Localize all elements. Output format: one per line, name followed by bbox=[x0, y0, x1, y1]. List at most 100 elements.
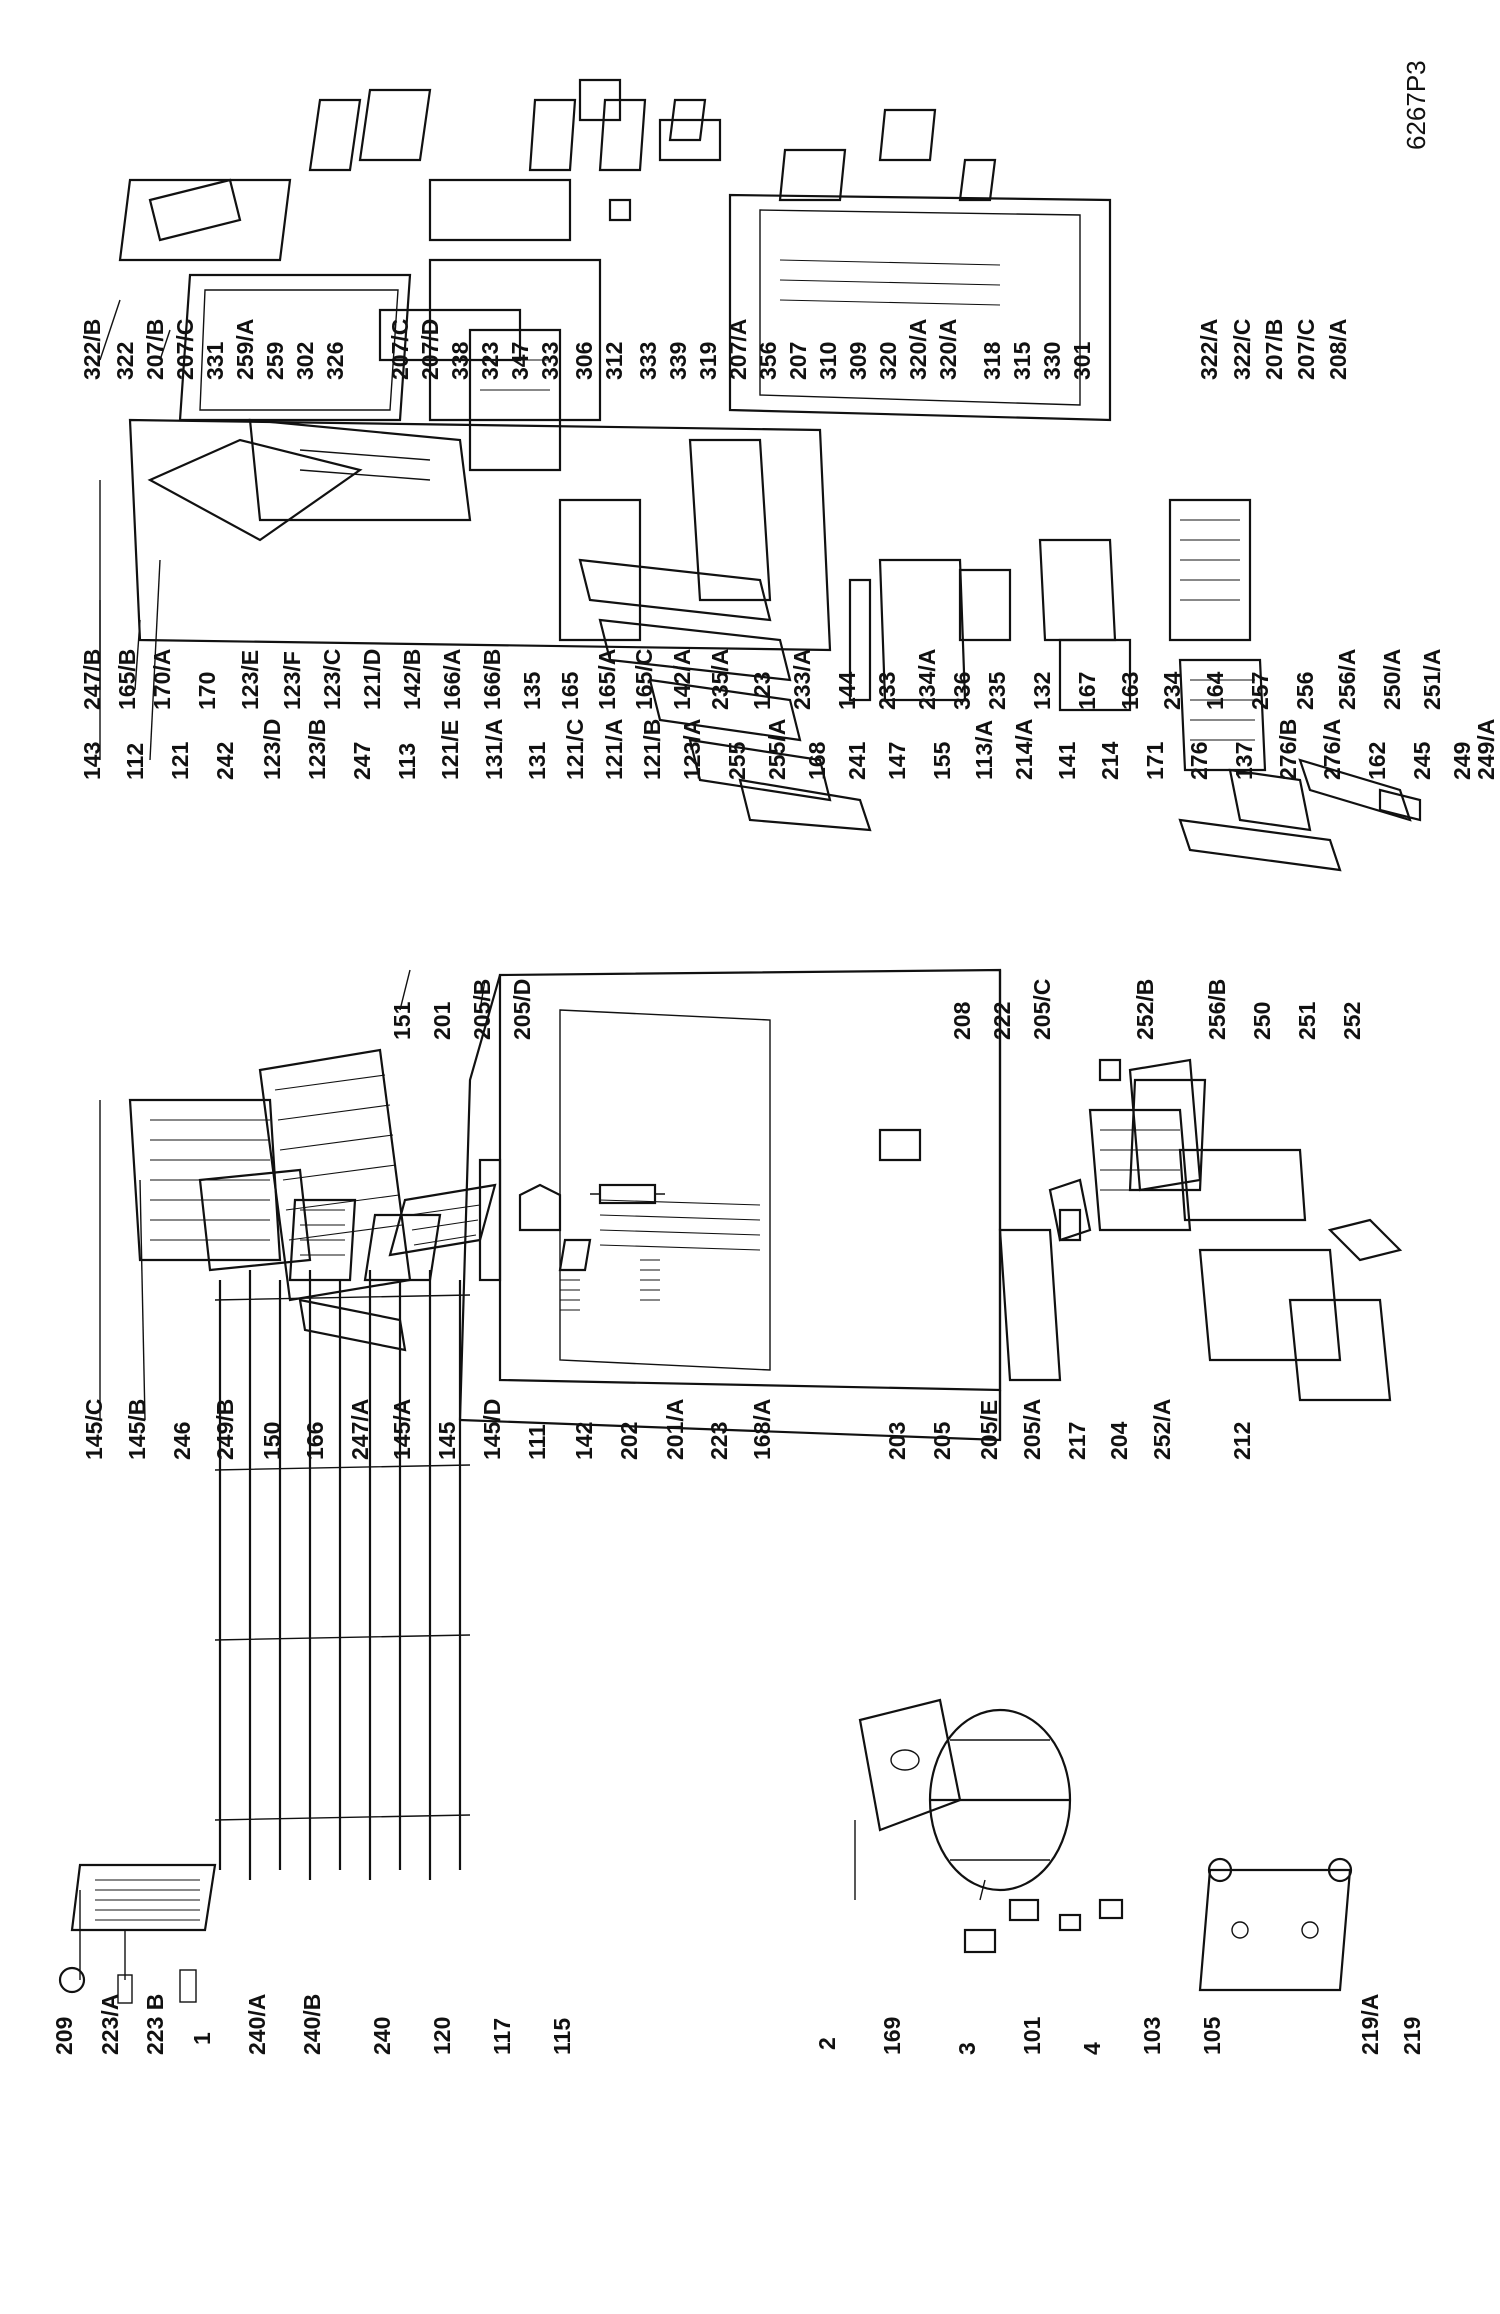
label: 209 bbox=[51, 2017, 77, 2055]
label: 256/B bbox=[1204, 979, 1230, 1040]
label: 111 bbox=[524, 1424, 550, 1460]
label: 247 bbox=[349, 742, 375, 780]
label: 252/A bbox=[1149, 1399, 1175, 1460]
labels-group-8: 247/B 165/B 170/A 170 123/E 123/F 123/C … bbox=[79, 649, 1445, 710]
freezer-shelves bbox=[128, 1048, 412, 1352]
label: 250 bbox=[1249, 1002, 1275, 1040]
label: 259/A bbox=[232, 319, 258, 380]
grille-part-209 bbox=[58, 1863, 217, 2004]
label: 310 bbox=[815, 342, 841, 380]
label: 222 bbox=[989, 1002, 1015, 1040]
label: 252/B bbox=[1132, 979, 1158, 1040]
label: 131/A bbox=[481, 719, 507, 780]
label: 202 bbox=[616, 1422, 642, 1460]
label: 242 bbox=[212, 742, 238, 780]
label: 320 bbox=[875, 342, 901, 380]
label: 245 bbox=[1409, 741, 1435, 780]
label: 247/B bbox=[79, 649, 105, 710]
label: 249/A bbox=[1473, 719, 1499, 780]
cylinder-part-115 bbox=[590, 1183, 665, 1205]
label: 205/A bbox=[1019, 1399, 1045, 1460]
label: 121/A bbox=[601, 719, 627, 780]
label: 212 bbox=[1229, 1422, 1255, 1460]
label: 123 bbox=[749, 672, 775, 710]
label: 233/A bbox=[789, 649, 815, 710]
label: 322 bbox=[112, 342, 138, 380]
label: 330 bbox=[1039, 342, 1065, 380]
labels-group-9: 322/B 322 207/B 207/C 331 259/A 259 302 … bbox=[79, 319, 1351, 380]
label: 113/A bbox=[971, 720, 997, 780]
label: 255/A bbox=[764, 719, 790, 780]
label: 309 bbox=[845, 342, 871, 380]
cover-part-169 bbox=[858, 1698, 962, 1832]
label: 276/B bbox=[1275, 719, 1301, 780]
label: 214 bbox=[1097, 741, 1123, 780]
group-2-parts bbox=[858, 1698, 1353, 1992]
label: 150 bbox=[259, 1422, 285, 1460]
label: 151 bbox=[389, 1001, 415, 1040]
group-1-parts bbox=[58, 1183, 665, 2004]
label: 315 bbox=[1009, 341, 1035, 380]
label: 207/A bbox=[725, 319, 751, 380]
label: 207/C bbox=[1293, 319, 1319, 380]
label: 259 bbox=[262, 342, 288, 380]
label: 145/B bbox=[124, 1399, 150, 1460]
label: 319 bbox=[695, 342, 721, 380]
label: 333 bbox=[635, 342, 661, 380]
label: 2 bbox=[814, 2037, 840, 2050]
label: 166/A bbox=[439, 649, 465, 710]
label: 219/A bbox=[1357, 1994, 1383, 2055]
label: 120 bbox=[429, 2017, 455, 2055]
label: 214/A bbox=[1011, 719, 1037, 780]
label: 117 bbox=[489, 2018, 515, 2055]
label: 322/B bbox=[79, 319, 105, 380]
label: 250/A bbox=[1379, 649, 1405, 710]
label: 123/F bbox=[279, 651, 305, 710]
label: 205/D bbox=[509, 979, 535, 1040]
label: 257 bbox=[1247, 672, 1273, 710]
label: 115 bbox=[549, 2018, 575, 2055]
label: 144 bbox=[834, 671, 860, 710]
label: 169 bbox=[879, 2017, 905, 2055]
label: 302 bbox=[292, 342, 318, 380]
label: 333 bbox=[537, 342, 563, 380]
labels-group-2: 2 169 3 101 4 103 105 219/A 219 bbox=[814, 1994, 1425, 2055]
label: 251 bbox=[1294, 1001, 1320, 1040]
label: 208 bbox=[949, 1001, 975, 1040]
label: 347 bbox=[507, 342, 533, 380]
label: 205/B bbox=[469, 979, 495, 1040]
label: 171 bbox=[1142, 741, 1168, 780]
label: 143 bbox=[79, 742, 105, 780]
labels-group-1: 209 223/A 223 B 1 240/A 240/B 240 120 11… bbox=[51, 1994, 575, 2055]
drawing-code: 6267P3 bbox=[1401, 60, 1431, 150]
label: 326 bbox=[322, 342, 348, 380]
label: 249/B bbox=[212, 1399, 238, 1460]
label: 203 bbox=[884, 1422, 910, 1460]
label: 204 bbox=[1106, 1421, 1132, 1460]
label: 256/A bbox=[1334, 649, 1360, 710]
label: 246 bbox=[169, 1422, 195, 1460]
cabinet-body bbox=[458, 968, 1002, 1442]
labels-group-3: 145/C 145/B 246 249/B 150 166 247/A 145/… bbox=[81, 1399, 775, 1460]
label: 142 bbox=[571, 1422, 597, 1460]
label: 123/D bbox=[259, 719, 285, 780]
label: 121 bbox=[167, 741, 193, 780]
label: 217 bbox=[1064, 1422, 1090, 1460]
label: 162 bbox=[1364, 742, 1390, 780]
rear-panel-shelves bbox=[578, 558, 1422, 872]
label: 201 bbox=[429, 1001, 455, 1040]
label: 155 bbox=[929, 741, 955, 780]
label: 112 bbox=[122, 743, 148, 780]
label: 223 B bbox=[142, 1994, 168, 2055]
label: 320/A bbox=[935, 319, 961, 380]
small-parts-3-4-103 bbox=[963, 1898, 1124, 1954]
label: 207 bbox=[785, 342, 811, 380]
label: 208/A bbox=[1325, 319, 1351, 380]
door-assembly bbox=[178, 78, 1207, 1192]
label: 168 bbox=[804, 741, 830, 780]
labels-group-4: 151 201 205/B 205/D bbox=[389, 979, 535, 1040]
label: 167 bbox=[1074, 672, 1100, 710]
bracket-part-120 bbox=[518, 1183, 562, 1232]
label: 320/A bbox=[905, 319, 931, 380]
